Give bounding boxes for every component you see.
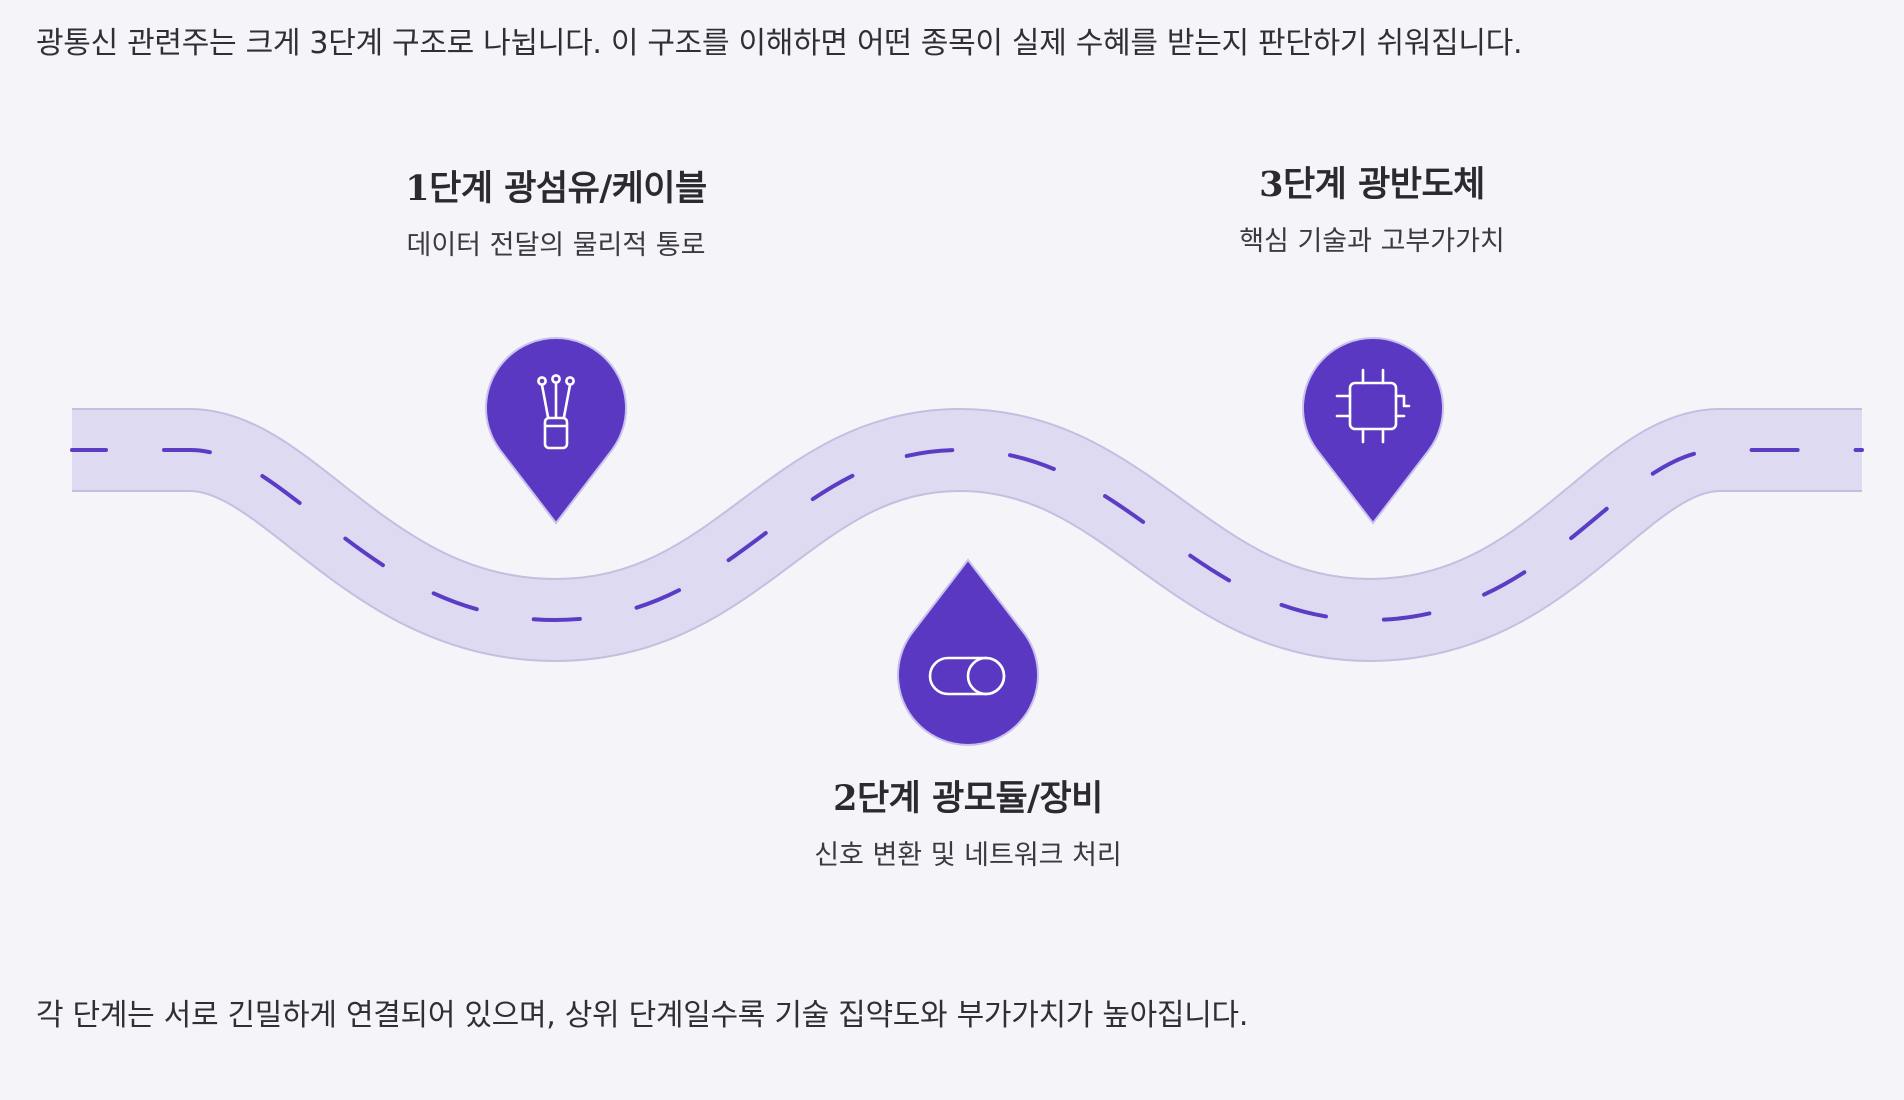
intro-paragraph: 광통신 관련주는 크게 3단계 구조로 나뉩니다. 이 구조를 이해하면 어떤 …: [36, 26, 1523, 61]
stage-3-title: 3단계 광반도체: [1259, 164, 1485, 205]
stage-3-label: 3단계 광반도체 핵심 기술과 고부가가치: [1172, 162, 1572, 262]
lane-dashes: [70, 447, 1864, 623]
stage-1-description: 데이터 전달의 물리적 통로: [406, 230, 706, 261]
fiber-optic-cable-icon: [537, 374, 575, 450]
optical-module-icon: [928, 656, 1006, 696]
stage-2-title: 2단계 광모듈/장비: [833, 778, 1103, 819]
stage-2-marker: [897, 558, 1039, 746]
stage-1-label: 1단계 광섬유/케이블 데이터 전달의 물리적 통로: [356, 166, 756, 266]
stage-1-title: 1단계 광섬유/케이블: [405, 168, 707, 209]
outro-paragraph: 각 단계는 서로 긴밀하게 연결되어 있으며, 상위 단계일수록 기술 집약도와…: [36, 998, 1249, 1033]
stage-2-label: 2단계 광모듈/장비 신호 변환 및 네트워크 처리: [768, 776, 1168, 876]
stage-2-description: 신호 변환 및 네트워크 처리: [814, 840, 1122, 871]
stage-3-description: 핵심 기술과 고부가가치: [1239, 226, 1505, 257]
stage-3-marker: [1302, 337, 1444, 525]
chip-icon: [1335, 368, 1411, 444]
stage-1-marker: [485, 337, 627, 525]
